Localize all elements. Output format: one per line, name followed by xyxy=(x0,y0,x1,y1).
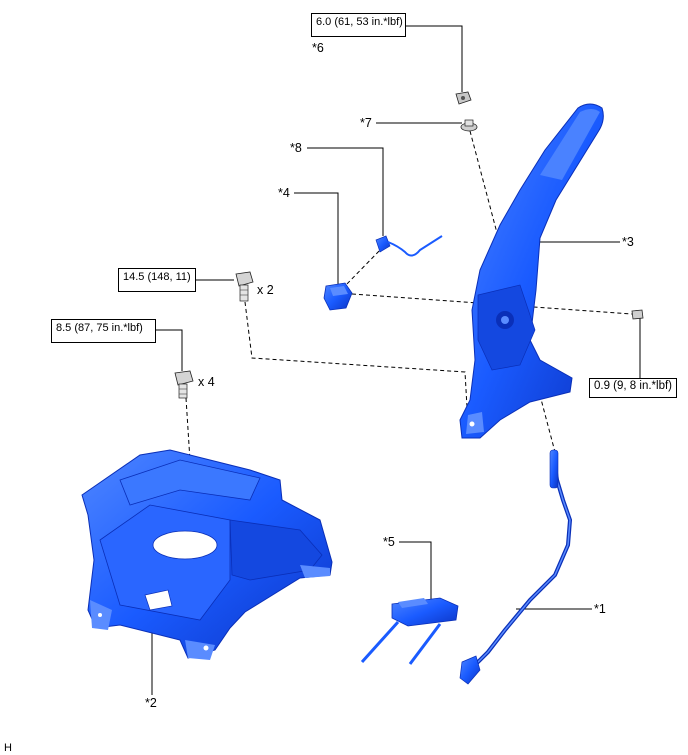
callout-5: *5 xyxy=(383,535,395,549)
dash-sensor-switch xyxy=(341,245,385,290)
callout-1: *1 xyxy=(594,602,606,616)
callout-6: *6 xyxy=(312,41,324,55)
quantity-bolt-14: x 2 xyxy=(257,283,274,297)
leader-torque-8 xyxy=(155,329,183,371)
torque-spec-6: 6.0 (61, 53 in.*lbf) xyxy=(311,13,406,37)
parking-brake-bracket xyxy=(81,449,333,660)
dash-bolt14-lever xyxy=(244,301,469,426)
parking-brake-switch xyxy=(323,282,353,311)
callout-2: *2 xyxy=(145,696,157,710)
bolt-14 xyxy=(235,271,254,302)
cable-equalizer xyxy=(360,597,459,665)
screw-09 xyxy=(631,309,644,320)
torque-spec-14: 14.5 (148, 11) xyxy=(118,268,196,292)
callout-4: *4 xyxy=(278,186,290,200)
callout-8: *8 xyxy=(290,141,302,155)
leader-callout-5 xyxy=(399,541,432,600)
torque-spec-09: 0.9 (9, 8 in.*lbf) xyxy=(589,378,677,398)
bolt-8 xyxy=(174,370,194,399)
parking-brake-cable xyxy=(459,449,573,685)
footer-code: H xyxy=(4,742,12,754)
parking-brake-lever xyxy=(459,103,604,439)
leader-lines xyxy=(151,25,641,695)
sensor-wire xyxy=(375,235,443,257)
callout-3: *3 xyxy=(622,235,634,249)
bolt-7 xyxy=(460,119,478,132)
callout-7: *7 xyxy=(360,116,372,130)
leader-callout-4 xyxy=(294,192,339,285)
torque-spec-8: 8.5 (87, 75 in.*lbf) xyxy=(51,319,156,343)
leader-torque-6 xyxy=(405,25,463,92)
quantity-bolt-8: x 4 xyxy=(198,375,215,389)
leader-callout-8 xyxy=(307,147,384,236)
nut-6 xyxy=(455,91,472,105)
